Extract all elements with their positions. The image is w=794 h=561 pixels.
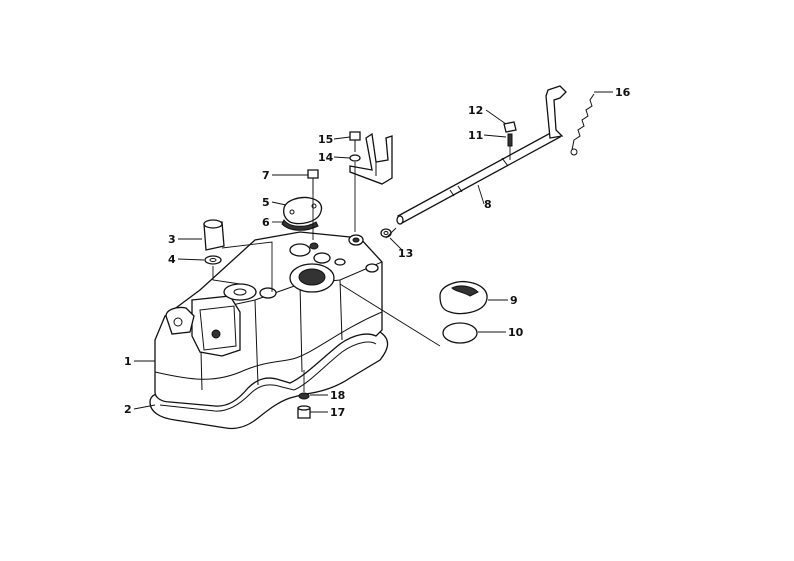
callout-16: 16 bbox=[615, 86, 631, 99]
callout-4: 4 bbox=[168, 253, 176, 266]
washer-part-4 bbox=[204, 255, 222, 265]
shaft-part-8 bbox=[396, 85, 567, 225]
callout-18: 18 bbox=[330, 389, 345, 402]
seal-ring-part-10 bbox=[442, 322, 478, 344]
o-ring-part-13 bbox=[380, 228, 392, 238]
callout-11: 11 bbox=[468, 129, 483, 142]
cap-nut-part-3 bbox=[203, 219, 225, 251]
washer-part-18 bbox=[298, 392, 310, 400]
callout-labels: 1 2 3 4 5 6 7 8 9 10 11 12 13 14 15 16 1… bbox=[124, 86, 631, 419]
callout-13: 13 bbox=[398, 247, 413, 260]
callout-1: 1 bbox=[124, 355, 132, 368]
callout-9: 9 bbox=[510, 294, 518, 307]
oil-filler-cap-part-9 bbox=[439, 280, 488, 315]
washer-part-14 bbox=[349, 154, 361, 162]
gasket-part-6 bbox=[281, 219, 319, 231]
callout-6: 6 bbox=[262, 216, 270, 229]
callout-12: 12 bbox=[468, 104, 483, 117]
nut-part-12 bbox=[503, 121, 517, 133]
screw-part-15 bbox=[349, 131, 361, 152]
callout-2: 2 bbox=[124, 403, 132, 416]
callout-5: 5 bbox=[262, 196, 270, 209]
callout-8: 8 bbox=[484, 198, 492, 211]
callout-14: 14 bbox=[318, 151, 334, 164]
callout-7: 7 bbox=[262, 169, 270, 182]
callout-3: 3 bbox=[168, 233, 176, 246]
leader-lines bbox=[133, 91, 613, 413]
bracket bbox=[349, 132, 393, 185]
cylinder-head-cover-part-1 bbox=[154, 231, 383, 407]
callout-17: 17 bbox=[330, 406, 345, 419]
assembly-guide-lines bbox=[212, 146, 511, 392]
cover-plate-part-5 bbox=[283, 196, 323, 225]
spring-part-16 bbox=[570, 93, 595, 156]
screw-part-7 bbox=[307, 169, 319, 194]
pin-part-11 bbox=[507, 133, 513, 147]
callout-10: 10 bbox=[508, 326, 524, 339]
bolt-part-17 bbox=[297, 405, 311, 419]
callout-15: 15 bbox=[318, 133, 333, 146]
